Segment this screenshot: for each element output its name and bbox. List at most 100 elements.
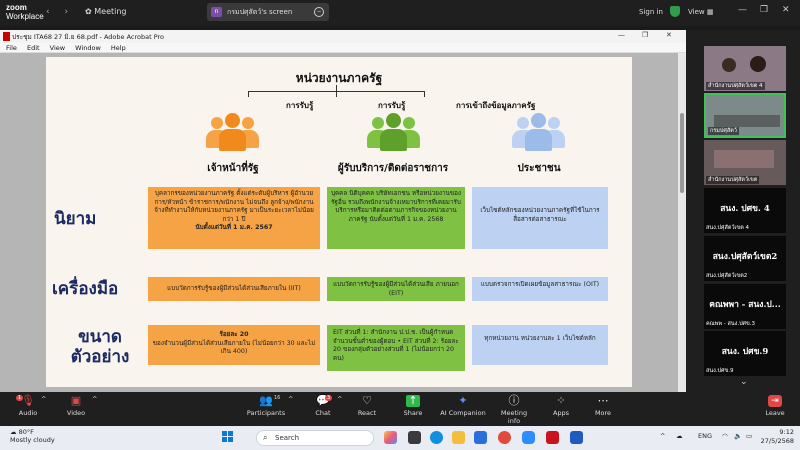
apps-button[interactable]: ⁘ Apps xyxy=(548,394,574,418)
weather-widget[interactable]: ☁ 80°F Mostly cloudy xyxy=(10,428,55,444)
menu-file[interactable]: File xyxy=(6,44,17,52)
participant-name: สนง.ปศข.9 xyxy=(706,368,734,374)
share-screen-icon: ↑ xyxy=(406,395,420,407)
sample-client-box: EIT ส่วนที่ 1: สำนักงาน ป.ป.ช. เป็นผู้กำ… xyxy=(327,325,465,371)
file-explorer-icon[interactable] xyxy=(452,431,465,444)
video-options-caret[interactable]: ^ xyxy=(92,395,98,403)
maximize-icon[interactable]: ❐ xyxy=(760,5,769,15)
participants-button[interactable]: 👥 Participants 16 xyxy=(246,395,286,418)
close-icon[interactable]: ✕ xyxy=(782,5,790,15)
participant-display-name: สนง. ปศข. 4 xyxy=(720,204,770,214)
volume-icon[interactable]: 🔈 xyxy=(734,432,743,440)
participant-display-name: สนง. ปศข.9 xyxy=(721,347,769,357)
nav-arrows[interactable]: ‹ › xyxy=(46,7,75,17)
apps-label: Apps xyxy=(552,409,570,417)
microphone-muted-icon: 🎙 xyxy=(21,394,35,407)
chevron-down-icon[interactable]: ⌄ xyxy=(740,377,748,387)
participant-name-tile[interactable]: คณพพา - สนง.ป... คณพพ - สนง.ปศข.3 xyxy=(704,284,786,329)
tool-client-box: แบบวัดการรับรู้ของผู้มีส่วนได้ส่วนเสีย ภ… xyxy=(327,277,465,301)
grid-icon: ▦ xyxy=(706,8,714,16)
heart-icon: ♡ xyxy=(362,394,372,407)
wifi-icon[interactable]: ◠ xyxy=(722,432,728,440)
shared-screen-indicator[interactable]: n กรมปศุสัตว์'s screen − xyxy=(207,3,329,21)
store-icon[interactable] xyxy=(474,431,487,444)
definition-public-text: เว็บไซต์หลักของหน่วยงานภาครัฐที่ใช้ในการ… xyxy=(480,207,600,223)
search-icon: ⌕ xyxy=(263,433,268,442)
battery-icon[interactable]: ▭ xyxy=(746,432,753,440)
leave-button[interactable]: ⇥ Leave xyxy=(762,395,788,417)
participant-name: คณพพ - สนง.ปศข.3 xyxy=(706,321,756,327)
definition-public-box: เว็บไซต์หลักของหน่วยงานภาครัฐที่ใช้ในการ… xyxy=(472,187,608,249)
more-icon: ⋯ xyxy=(597,394,609,407)
avatar xyxy=(750,56,766,72)
acrobat-icon[interactable] xyxy=(546,431,559,444)
sign-in-link[interactable]: Sign in xyxy=(639,8,663,16)
audio-options-caret[interactable]: ^ xyxy=(41,395,47,403)
tree-connector xyxy=(424,91,425,97)
shield-icon[interactable] xyxy=(670,6,680,17)
taskbar-search[interactable]: ⌕ Search xyxy=(256,430,374,446)
tree-connector xyxy=(248,91,249,97)
audio-label: Audio xyxy=(18,409,38,417)
participant-name: สำนักงานปศุสัตว์เขต 4 xyxy=(706,82,765,90)
tray-expand-icon[interactable]: ^ xyxy=(660,432,666,440)
minimize-icon[interactable]: — xyxy=(738,5,747,15)
participant-name-tile[interactable]: สนง. ปศข. 4 สนง.ปศุสัตว์เขต 4 xyxy=(704,188,786,233)
share-label: Share xyxy=(403,409,423,417)
apps-icon: ⁘ xyxy=(556,394,566,407)
task-view-icon[interactable] xyxy=(408,431,421,444)
react-button[interactable]: ♡ React xyxy=(354,394,380,418)
branch-label-public: การเข้าถึงข้อมูลภาครัฐ xyxy=(456,101,536,110)
zoom-app-icon[interactable] xyxy=(522,431,535,444)
video-button[interactable]: ▣ Video xyxy=(62,395,90,418)
meeting-info-button[interactable]: ⓘ Meeting info xyxy=(494,395,534,426)
meeting-toolbar xyxy=(0,392,800,426)
menu-help[interactable]: Help xyxy=(110,44,126,52)
document-scrollbar[interactable] xyxy=(678,53,686,392)
meeting-tab[interactable]: ✿ Meeting xyxy=(85,7,127,16)
copilot-icon[interactable] xyxy=(384,431,397,444)
view-menu[interactable]: View ▦ xyxy=(688,8,713,16)
scrollbar-thumb[interactable] xyxy=(680,113,684,193)
participant-video-tile[interactable]: สำนักงานปศุสัตว์เขต 4 xyxy=(704,46,786,91)
participant-video-tile[interactable]: สำนักงานปศุสัตว์เขต xyxy=(704,140,786,185)
menu-view[interactable]: View xyxy=(49,44,66,52)
slide: หน่วยงานภาครัฐ การรับรู้ การรับรู้ การเข… xyxy=(46,57,632,387)
acrobat-minimize-icon[interactable]: — xyxy=(618,31,625,39)
participant-display-name: คณพพา - สนง.ป... xyxy=(709,300,781,310)
menu-edit[interactable]: Edit xyxy=(26,44,40,52)
row-label-sample-size: ขนาด ตัวอย่าง xyxy=(70,327,130,367)
acrobat-maximize-icon[interactable]: ❐ xyxy=(642,31,649,39)
participant-video-tile-speaking[interactable]: กรมปศุสัตว์ xyxy=(704,93,786,138)
menu-window[interactable]: Window xyxy=(75,44,101,52)
language-indicator[interactable]: ENG xyxy=(698,432,713,440)
sample-officer-text: ของจำนวนผู้มีส่วนได้ส่วนเสียภายใน (ไม่น้… xyxy=(152,339,316,356)
participant-name-tile[interactable]: สนง.ปศุสัตว์เขต2 สนง.ปศุสัตว์เขต2 xyxy=(704,236,786,281)
tool-public-text: แบบตรวจการเปิดเผยข้อมูลสาธารณะ (OIT) xyxy=(480,281,600,288)
share-button[interactable]: ↑ Share xyxy=(400,395,426,418)
word-icon[interactable] xyxy=(570,431,583,444)
sample-officer-emphasis: ร้อยละ 20 xyxy=(219,331,249,338)
sample-public-text: ทุกหน่วยงาน หน่วยงานละ 1 เว็บไซต์หลัก xyxy=(484,335,596,342)
audio-button[interactable]: 🎙 Audio 1 xyxy=(14,395,42,417)
minus-icon[interactable]: − xyxy=(314,7,324,17)
taskbar-clock[interactable]: 9:12 27/5/2568 xyxy=(760,428,794,446)
participant-name: กรมปศุสัตว์ xyxy=(708,127,739,135)
edge-icon[interactable] xyxy=(430,431,443,444)
acrobat-window-title: ประชุม ITA68 27 มิ.ย 68.pdf - Adobe Acro… xyxy=(12,33,165,41)
group-client: ผู้รับบริการ/ติดต่อราชการ xyxy=(337,163,449,174)
onedrive-icon[interactable]: ☁ xyxy=(676,432,683,440)
ai-companion-button[interactable]: ✦ AI Companion xyxy=(440,395,486,418)
row-label-tool: เครื่องมือ xyxy=(52,279,119,299)
participant-name: สนง.ปศุสัตว์เขต 4 xyxy=(706,225,750,231)
more-button[interactable]: ⋯ More xyxy=(590,394,616,418)
chat-button[interactable]: 💬 Chat 3 xyxy=(310,395,336,417)
zoom-logo-subtext: Workplace xyxy=(6,12,44,21)
participant-name: สำนักงานปศุสัตว์เขต xyxy=(706,176,760,184)
acrobat-close-icon[interactable]: ✕ xyxy=(666,31,672,39)
windows-start-icon[interactable] xyxy=(222,431,234,443)
chat-options-caret[interactable]: ^ xyxy=(337,395,343,403)
participants-options-caret[interactable]: ^ xyxy=(288,395,294,403)
participant-name-tile[interactable]: สนง. ปศข.9 สนง.ปศข.9 xyxy=(704,331,786,376)
chrome-icon[interactable] xyxy=(498,431,511,444)
